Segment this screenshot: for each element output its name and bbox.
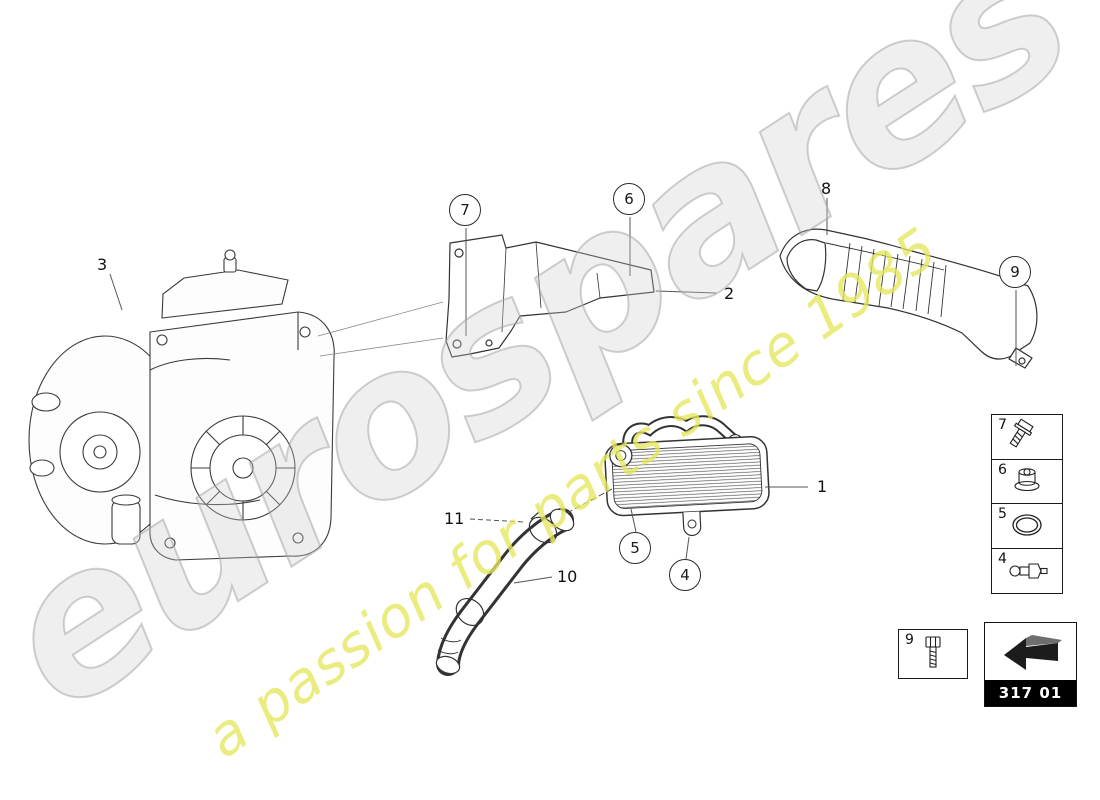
legend-number: 4 bbox=[998, 550, 1007, 567]
leader-lines bbox=[109, 198, 1017, 584]
socket-bolt-icon bbox=[925, 636, 941, 668]
oil-cooler-drawing bbox=[604, 415, 770, 537]
callout-number: 4 bbox=[680, 566, 690, 584]
callout-number: 7 bbox=[460, 201, 470, 219]
callout-circle-9: 9 bbox=[999, 256, 1031, 288]
o-ring-icon bbox=[1012, 514, 1042, 536]
part-number-8: 8 bbox=[821, 179, 832, 198]
part-number-1: 1 bbox=[817, 477, 828, 496]
callout-circle-6: 6 bbox=[613, 183, 645, 215]
callout-number: 9 bbox=[1010, 263, 1020, 281]
legend-number: 6 bbox=[998, 461, 1007, 478]
air-duct-drawing bbox=[779, 228, 1038, 369]
diagram-code: 317 01 bbox=[985, 680, 1076, 706]
legend-number: 9 bbox=[905, 632, 914, 648]
legend-item-4: 4 bbox=[991, 547, 1063, 594]
gearbox-drawing bbox=[28, 249, 444, 561]
back-arrow-icon bbox=[1003, 634, 1062, 670]
legend-item-7: 7 bbox=[991, 414, 1063, 460]
diagram-nav-box[interactable]: 317 01 bbox=[984, 622, 1077, 707]
legend-item-9: 9 bbox=[898, 629, 968, 679]
part-number-3: 3 bbox=[97, 255, 108, 274]
hex-flange-bolt-icon bbox=[1009, 418, 1034, 448]
legend-number: 7 bbox=[998, 417, 1007, 433]
back-arrow-area[interactable] bbox=[985, 623, 1076, 680]
hardware-legend: 7 6 bbox=[991, 414, 1063, 594]
legend-item-5: 5 bbox=[991, 503, 1063, 549]
callout-number: 5 bbox=[630, 539, 640, 557]
breather-fitting-icon bbox=[1009, 562, 1048, 579]
part-number-11: 11 bbox=[444, 509, 465, 528]
callout-circle-7: 7 bbox=[449, 194, 481, 226]
legend-number: 5 bbox=[998, 506, 1007, 522]
callout-circle-5: 5 bbox=[619, 532, 651, 564]
heat-shield-drawing bbox=[445, 234, 655, 358]
callout-circle-4: 4 bbox=[669, 559, 701, 591]
flange-nut-icon bbox=[1014, 467, 1040, 491]
part-number-2: 2 bbox=[724, 284, 735, 303]
part-number-10: 10 bbox=[557, 567, 578, 586]
hose-drawing bbox=[435, 508, 575, 676]
legend-item-6: 6 bbox=[991, 458, 1063, 505]
callout-number: 6 bbox=[624, 190, 634, 208]
